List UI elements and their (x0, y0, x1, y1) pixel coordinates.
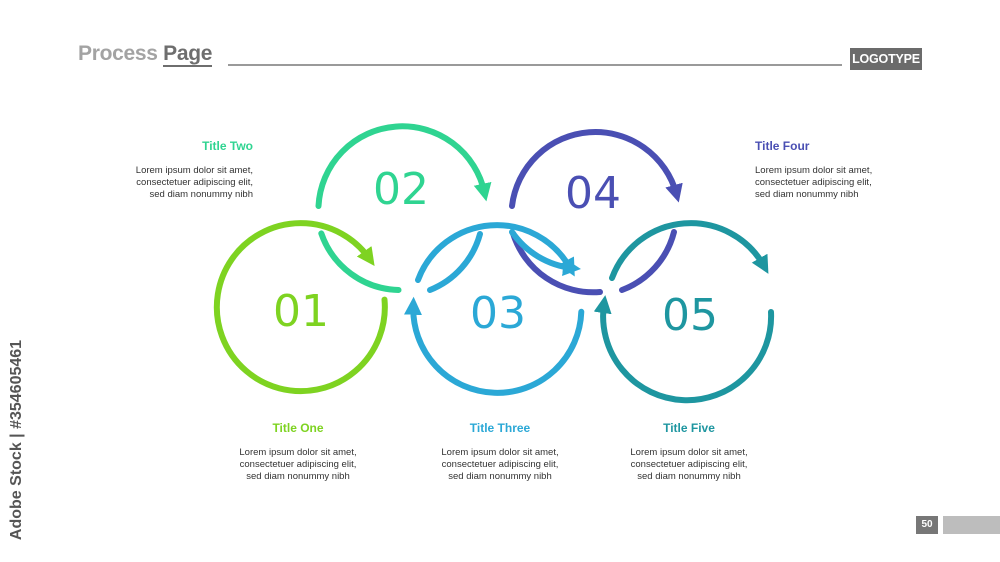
step-4-number: 04 (565, 168, 621, 219)
step-2-desc-line-1: Lorem ipsum dolor sit amet, (135, 165, 253, 176)
step-3-title: Title Three (469, 421, 531, 435)
step-4-desc-line-1: Lorem ipsum dolor sit amet, (755, 165, 873, 176)
step-4-ring-lower (510, 230, 603, 296)
step-2-desc-line-3: sed diam nonummy nibh (149, 189, 254, 200)
step-4-desc-line-3: sed diam nonummy nibh (755, 189, 859, 200)
step-4-ring (509, 129, 683, 209)
page-title-part-1: Process (78, 42, 158, 65)
step-2-ring-lower (318, 230, 402, 293)
step-1-desc-line-1: Lorem ipsum dolor sit amet, (239, 447, 357, 458)
step-5-number: 05 (662, 290, 718, 341)
step-5-desc-line-3: sed diam nonummy nibh (637, 471, 741, 482)
header-divider (228, 64, 842, 66)
step-4-text: Title Four Lorem ipsum dolor sit amet, c… (755, 139, 915, 201)
step-3-to-4-connector (509, 229, 581, 276)
step-5-text: Title Five Lorem ipsum dolor sit amet, c… (609, 421, 769, 483)
page-title-part-2: Page (163, 42, 213, 67)
step-3-ring (403, 296, 585, 396)
step-4-to-5-connector (619, 229, 677, 293)
step-3-text: Title Three Lorem ipsum dolor sit amet, … (420, 421, 580, 483)
step-3-number: 03 (470, 288, 526, 339)
page-number-bar (943, 516, 1000, 534)
step-1-desc-line-2: consectetuer adipiscing elit, (239, 459, 357, 470)
step-3-ring-upper (415, 222, 575, 283)
step-2-ring (315, 123, 492, 209)
step-2-number: 02 (373, 164, 429, 215)
page-number: 50 (916, 516, 938, 534)
step-5-ring-upper (609, 220, 769, 281)
step-4-desc-line-2: consectetuer adipiscing elit, (755, 177, 872, 188)
step-1-desc-line-3: sed diam nonummy nibh (246, 471, 350, 482)
step-3-desc-line-2: consectetuer adipiscing elit, (441, 459, 559, 470)
step-5-desc-line-2: consectetuer adipiscing elit, (630, 459, 748, 470)
step-1-text: Title One Lorem ipsum dolor sit amet, co… (218, 421, 378, 483)
page-title: Process Page (78, 42, 213, 67)
step-1-title: Title One (272, 421, 324, 435)
step-2-to-3-connector (427, 231, 483, 293)
step-3-description: Lorem ipsum dolor sit amet, consectetuer… (420, 447, 580, 483)
step-1-ring (213, 220, 388, 395)
step-3-desc-line-3: sed diam nonummy nibh (448, 471, 552, 482)
step-5-ring (593, 295, 775, 404)
step-5-title: Title Five (663, 421, 715, 435)
logotype: LOGOTYPE (850, 48, 922, 70)
step-4-title: Title Four (755, 139, 810, 153)
step-1-description: Lorem ipsum dolor sit amet, consectetuer… (218, 447, 378, 483)
step-5-desc-line-1: Lorem ipsum dolor sit amet, (630, 447, 748, 458)
step-2-text: Title Two Lorem ipsum dolor sit amet, co… (93, 139, 253, 201)
step-2-desc-line-2: consectetuer adipiscing elit, (136, 177, 253, 188)
step-1-number: 01 (273, 286, 329, 337)
step-2-title: Title Two (202, 139, 253, 153)
step-4-description: Lorem ipsum dolor sit amet, consectetuer… (755, 165, 915, 201)
step-5-description: Lorem ipsum dolor sit amet, consectetuer… (609, 447, 769, 483)
step-2-description: Lorem ipsum dolor sit amet, consectetuer… (93, 165, 253, 201)
step-3-desc-line-1: Lorem ipsum dolor sit amet, (441, 447, 559, 458)
